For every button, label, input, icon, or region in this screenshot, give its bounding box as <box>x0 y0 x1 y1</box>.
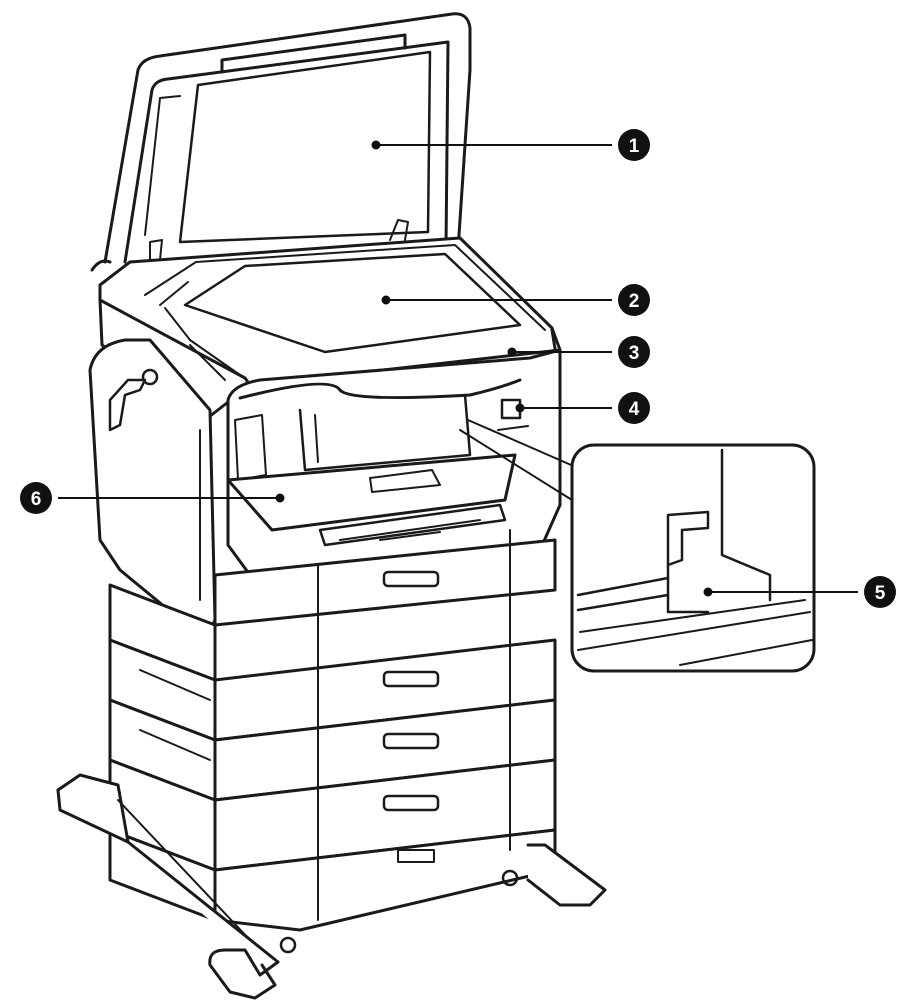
callout-badge-2 <box>618 284 650 316</box>
callout-badge-4 <box>618 392 650 424</box>
callout-1: 1 <box>618 129 650 161</box>
callout-6: 6 <box>20 482 52 514</box>
output-tray <box>226 453 517 547</box>
callout-badge-1 <box>618 129 650 161</box>
callout-4: 4 <box>618 392 650 424</box>
callout-3: 3 <box>618 336 650 368</box>
callout-5: 5 <box>864 576 896 608</box>
callout-number-6: 6 <box>31 489 42 510</box>
inner-detail-detail-view <box>459 419 816 673</box>
leader-lines <box>58 140 858 597</box>
stand <box>56 773 607 1000</box>
callout-number-3: 3 <box>629 343 640 364</box>
callout-2: 2 <box>618 284 650 316</box>
callout-badge-5 <box>864 576 896 608</box>
callout-badge-6 <box>20 482 52 514</box>
scanner-glass <box>159 252 522 354</box>
callout-number-1: 1 <box>629 136 640 157</box>
callout-number-5: 5 <box>875 583 886 604</box>
callout-badge-3 <box>618 336 650 368</box>
document-cover <box>90 12 472 272</box>
side-panel <box>88 338 217 642</box>
callout-number-2: 2 <box>629 291 640 312</box>
callout-number-4: 4 <box>629 399 640 420</box>
